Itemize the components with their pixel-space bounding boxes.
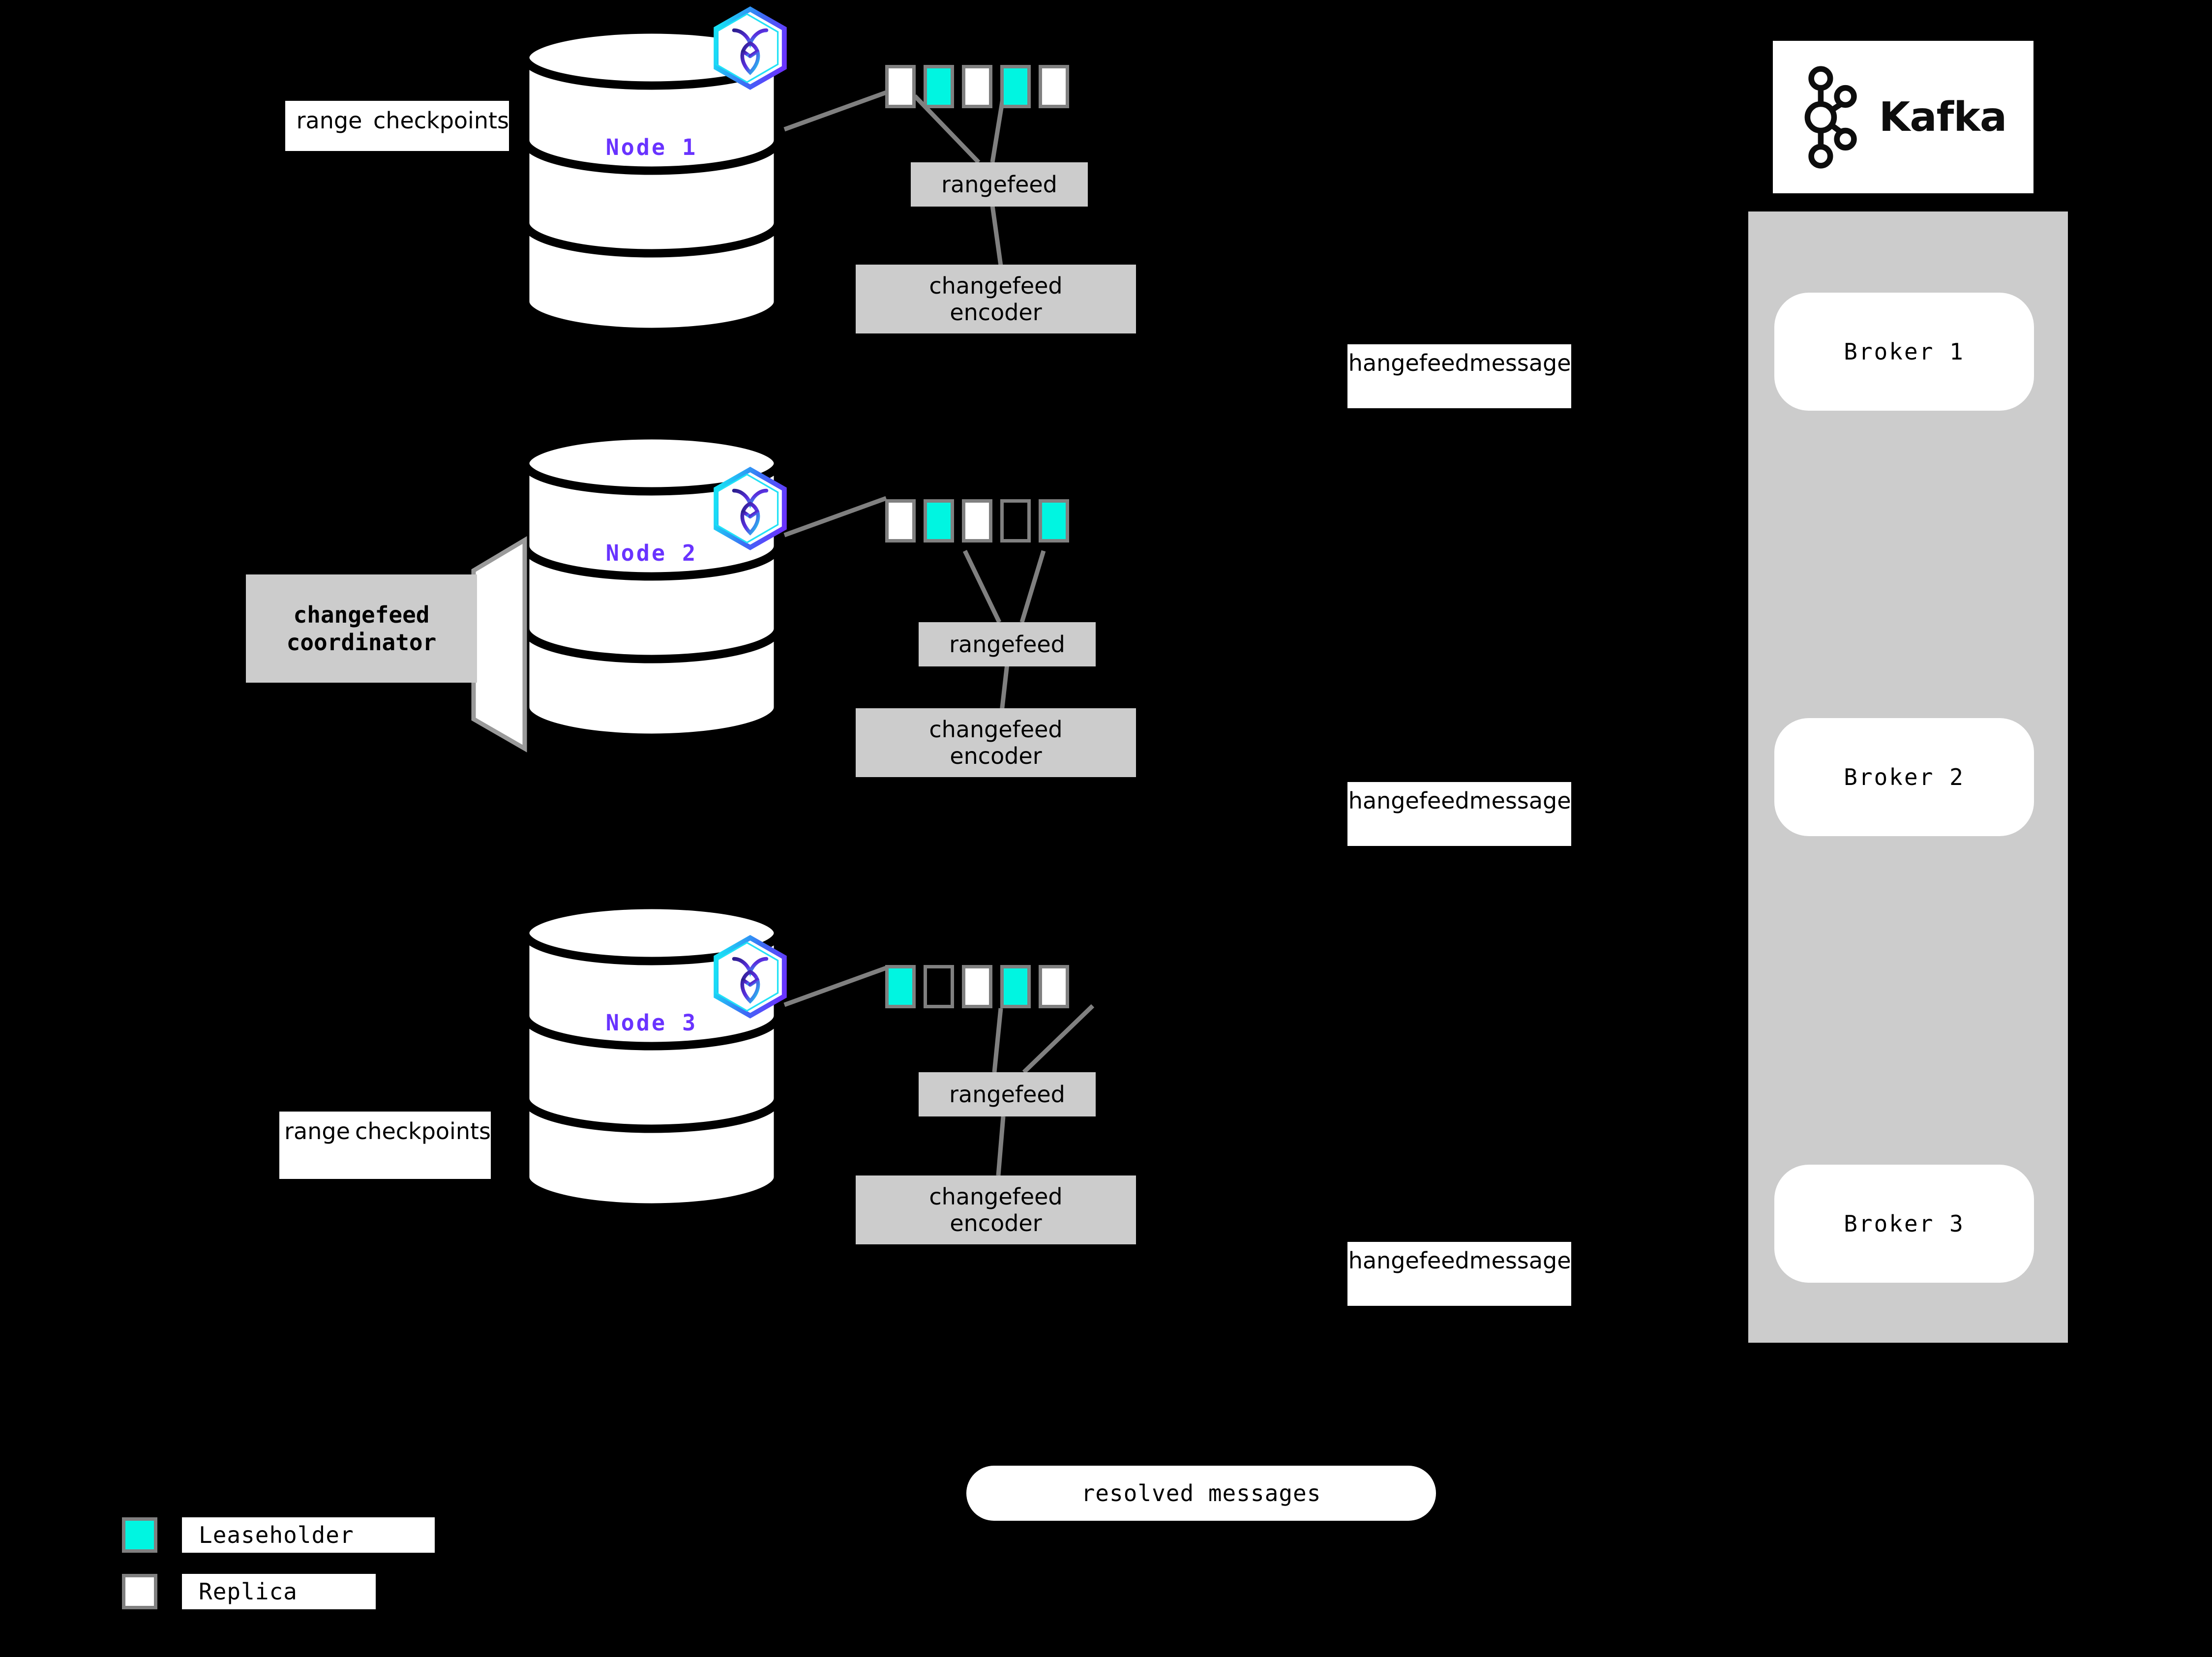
edge-arrowheads xyxy=(2106,331,2212,1245)
messages-line1: changefeed xyxy=(1336,350,1469,376)
range-box[interactable] xyxy=(1039,499,1069,542)
range-box[interactable] xyxy=(1000,65,1031,108)
encoder-line2: encoder xyxy=(950,743,1042,769)
kafka-wordmark: Kafka xyxy=(1879,93,2007,141)
node-1-ranges xyxy=(885,65,1069,108)
encoder-line1: changefeed xyxy=(929,272,1063,299)
node-3-range-checkpoints-label: range checkpoints xyxy=(279,1112,491,1179)
range-box[interactable] xyxy=(885,65,916,108)
range-box[interactable] xyxy=(924,499,954,542)
range-box[interactable] xyxy=(924,65,954,108)
node-1-range-checkpoints-label: range checkpoints xyxy=(285,101,509,151)
range-checkpoints-line1: range xyxy=(284,1118,350,1145)
node-2-changefeed-encoder-box[interactable]: changefeed encoder xyxy=(856,708,1136,777)
broker-3[interactable]: Broker 3 xyxy=(1774,1165,2034,1283)
range-checkpoints-line1: range xyxy=(296,107,362,134)
broker-1[interactable]: Broker 1 xyxy=(1774,293,2034,411)
coordinator-line1: changefeed xyxy=(293,601,430,628)
encoder-line1: changefeed xyxy=(929,716,1063,743)
node-2-rangefeed-box[interactable]: rangefeed xyxy=(919,622,1096,666)
cockroachdb-logo xyxy=(710,6,791,92)
node-1-label: Node 1 xyxy=(605,134,698,160)
changefeed-messages-label-3: changefeed messages xyxy=(1336,1242,1583,1306)
resolved-messages-pill[interactable]: resolved messages xyxy=(966,1466,1436,1521)
legend-swatch-leaseholder xyxy=(122,1517,157,1553)
range-box[interactable] xyxy=(962,965,992,1008)
node-3-ranges xyxy=(885,965,1069,1008)
node-2-cylinder: Node 2 xyxy=(521,431,782,742)
range-box[interactable] xyxy=(885,499,916,542)
node-2-ranges xyxy=(885,499,1069,542)
range-box[interactable] xyxy=(1000,965,1031,1008)
encoder-line2: encoder xyxy=(950,299,1042,326)
range-box[interactable] xyxy=(1039,65,1069,108)
range-checkpoints-line2: checkpoints xyxy=(355,1118,491,1145)
messages-line2: messages xyxy=(1469,1247,1583,1274)
node-3-rangefeed-box[interactable]: rangefeed xyxy=(919,1072,1096,1116)
changefeed-coordinator-box[interactable]: changefeed coordinator xyxy=(246,574,477,683)
node-3-label: Node 3 xyxy=(605,1010,698,1036)
range-box[interactable] xyxy=(962,65,992,108)
messages-line2: messages xyxy=(1469,350,1583,376)
node-3-cylinder: Node 3 xyxy=(521,901,782,1212)
legend-swatch-replica xyxy=(122,1574,157,1609)
range-checkpoints-line2: checkpoints xyxy=(373,107,509,134)
kafka-logo xyxy=(1804,65,1857,169)
range-box[interactable] xyxy=(1000,499,1031,542)
range-box[interactable] xyxy=(885,965,916,1008)
coordinator-line2: coordinator xyxy=(286,629,437,656)
changefeed-messages-label-2: changefeed messages xyxy=(1336,782,1583,846)
messages-line1: changefeed xyxy=(1336,787,1469,814)
messages-line1: changefeed xyxy=(1336,1247,1469,1274)
legend-label-replica: Replica xyxy=(182,1574,376,1609)
coordinator-callout-flap xyxy=(470,536,529,753)
encoder-line2: encoder xyxy=(950,1210,1042,1236)
node-1-rangefeed-box[interactable]: rangefeed xyxy=(911,162,1088,207)
range-box[interactable] xyxy=(924,965,954,1008)
kafka-logo-card: Kafka xyxy=(1773,41,2033,193)
cockroachdb-logo xyxy=(710,934,791,1021)
changefeed-messages-label-1: changefeed messages xyxy=(1336,344,1583,408)
node-3-changefeed-encoder-box[interactable]: changefeed encoder xyxy=(856,1175,1136,1244)
legend-label-leaseholder: Leaseholder xyxy=(182,1517,435,1553)
range-box[interactable] xyxy=(962,499,992,542)
messages-line2: messages xyxy=(1469,787,1583,814)
encoder-line1: changefeed xyxy=(929,1183,1063,1210)
node-1-changefeed-encoder-box[interactable]: changefeed encoder xyxy=(856,265,1136,333)
broker-2[interactable]: Broker 2 xyxy=(1774,718,2034,836)
range-box[interactable] xyxy=(1039,965,1069,1008)
node-2-label: Node 2 xyxy=(605,540,698,566)
cockroachdb-logo xyxy=(710,466,791,552)
